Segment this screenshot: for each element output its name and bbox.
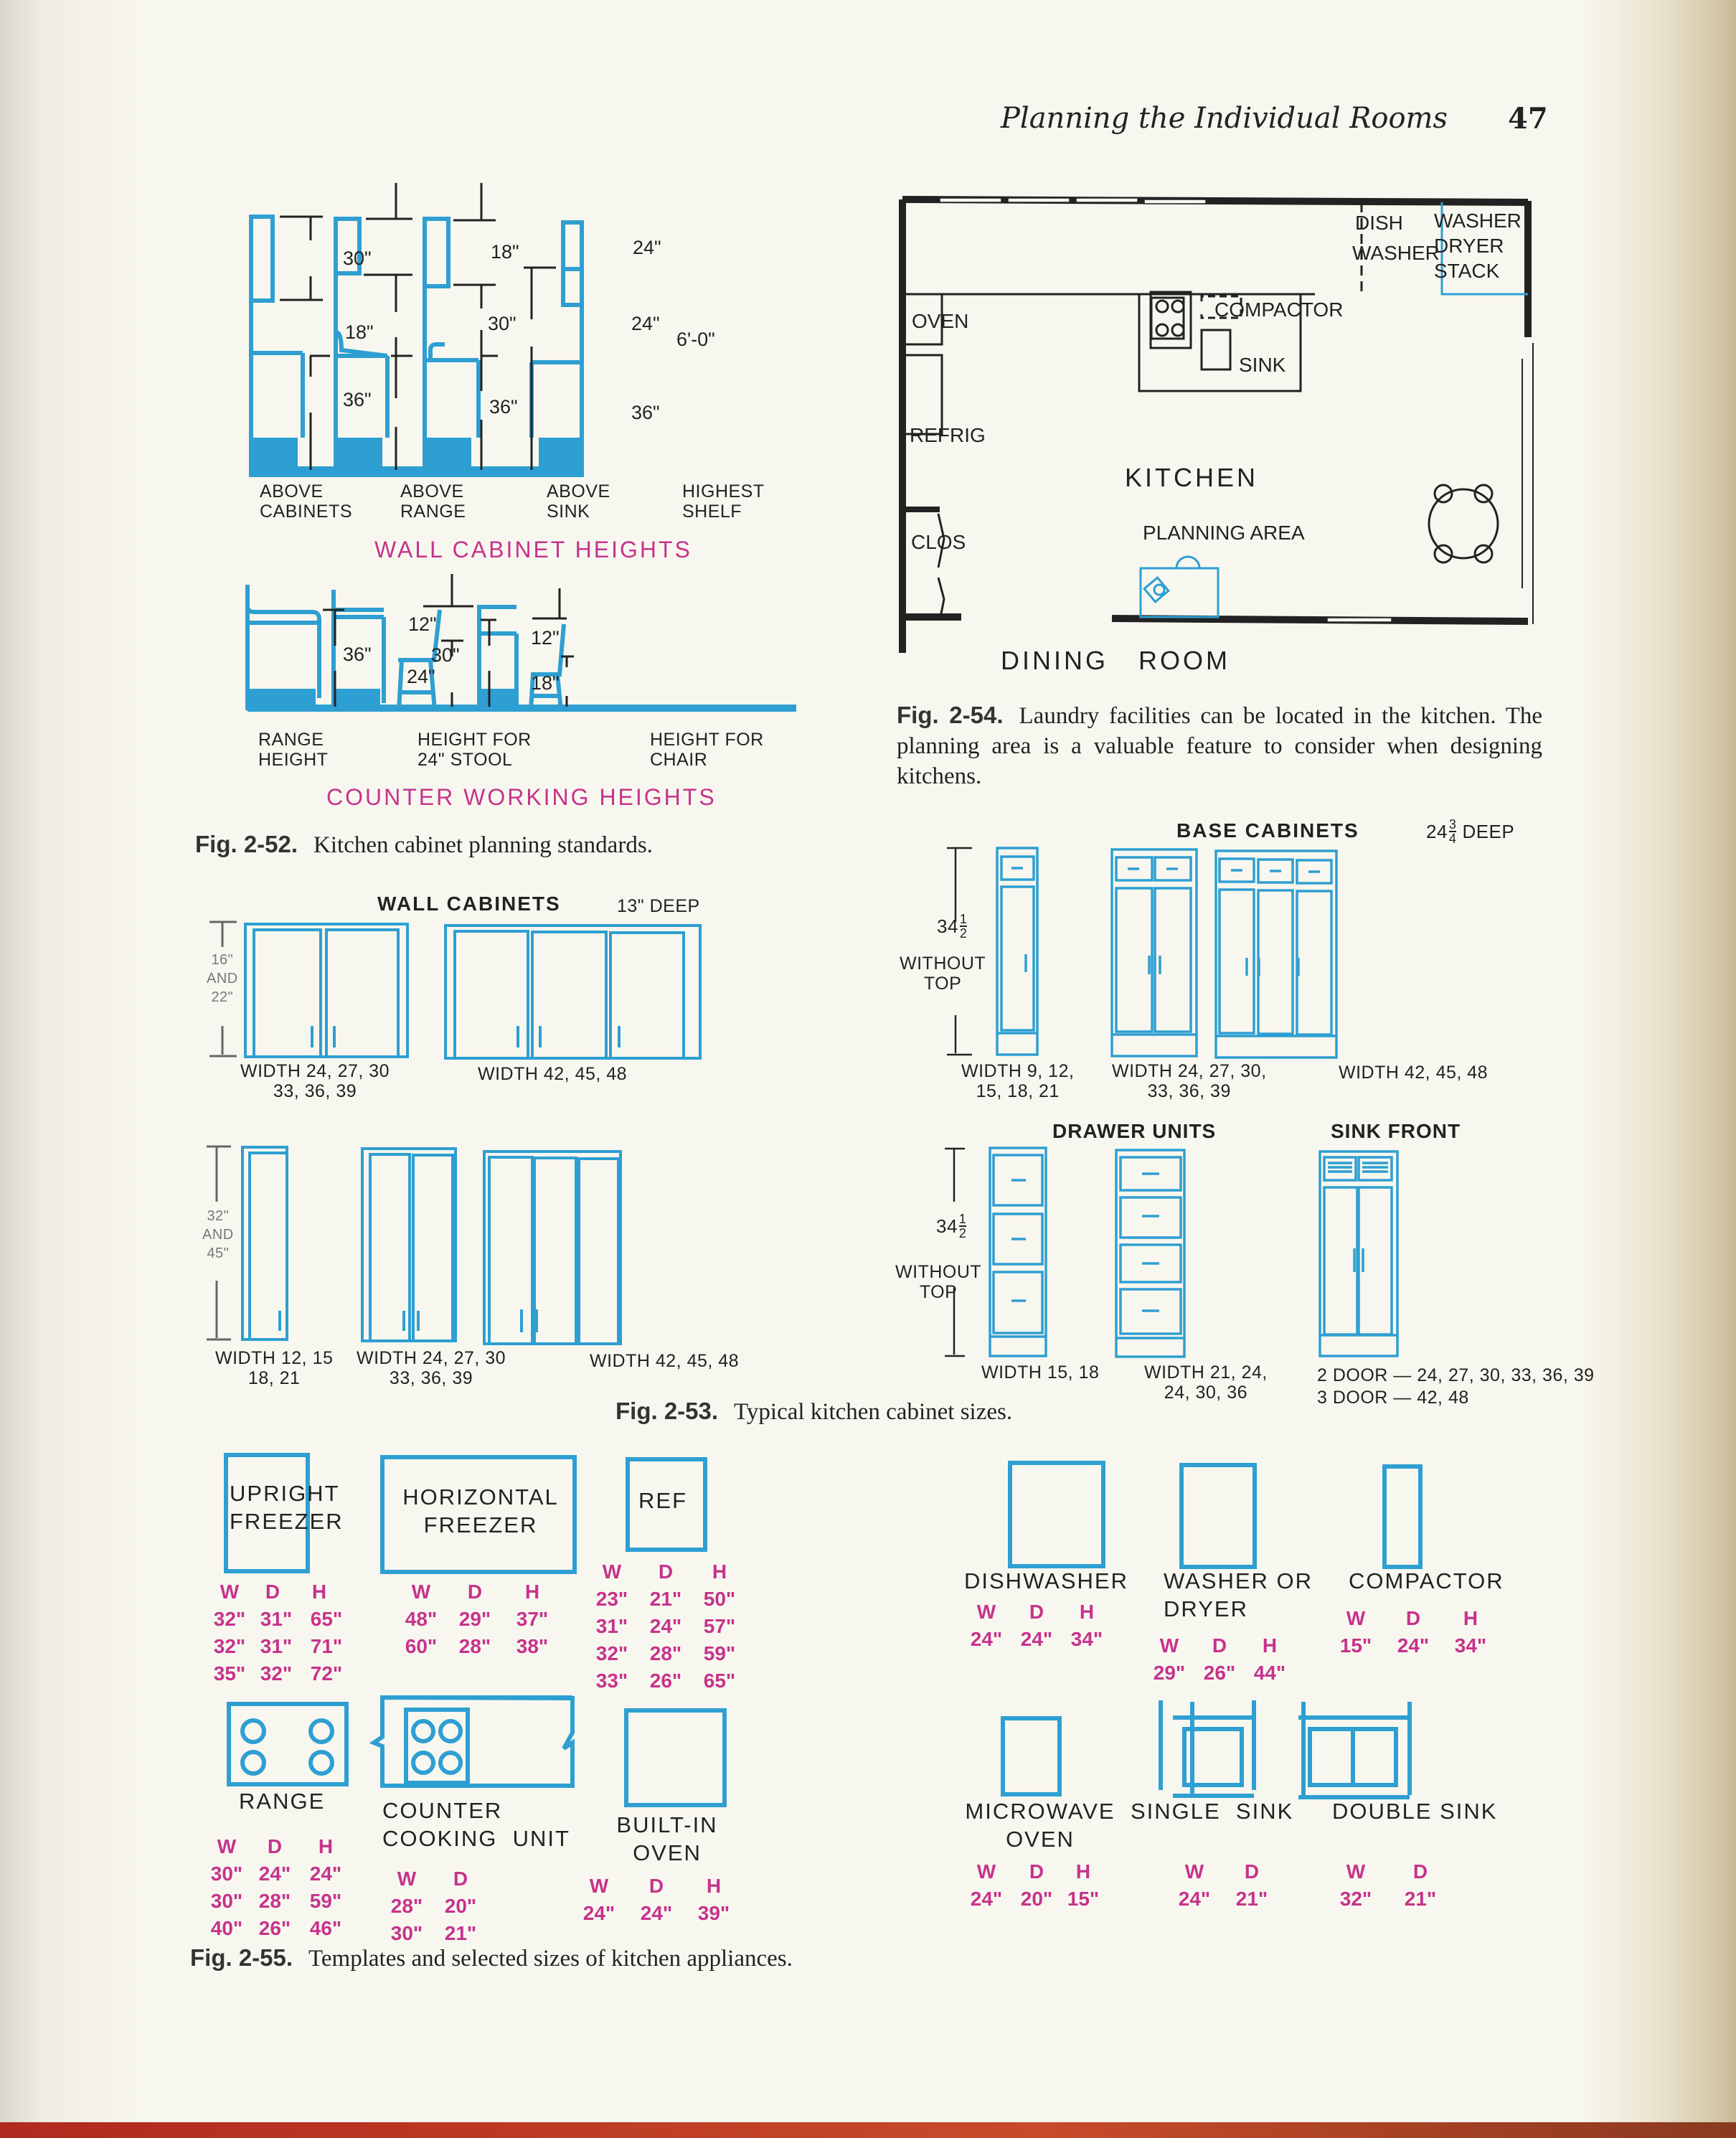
wall-cabinets-short-art [209,920,702,1060]
floor-plan-closet: CLOS [911,531,966,553]
base-cabinets-title: BASE CABINETS [1176,819,1359,842]
wall-cabinets-tall-art [207,1145,622,1345]
drawer-unit-widths-2: WIDTH 21, 24,24, 30, 36 [1144,1362,1268,1403]
dim-range-height-36: 36" [343,644,372,665]
floor-plan-compactor: COMPACTOR [1214,298,1344,321]
fig-2-55-caption: Fig. 2-55.Templates and selected sizes o… [190,1944,793,1972]
dim-stool-24: 24" [407,666,435,687]
compactor-label: COMPACTOR [1349,1568,1504,1593]
base-cabinet-widths-3: WIDTH 42, 45, 48 [1339,1063,1489,1083]
wall-cabinet-widths-3door: WIDTH 42, 45, 48 [478,1064,628,1084]
fig-2-52-caption: Fig. 2-52.Kitchen cabinet planning stand… [195,831,653,858]
dim-table-30: 30" [431,644,460,666]
dim-above-cabinets-18: 18" [345,321,374,343]
cooktop-icon [1149,291,1192,349]
dim-highest-shelf: 6'-0" [676,329,715,350]
drawer-unit-widths-1: WIDTH 15, 18 [981,1362,1100,1383]
fig-2-54-caption: Fig. 2-54.Laundry facilities can be loca… [897,702,1542,789]
wall-cabinets-depth: 13" DEEP [617,896,700,916]
sink-front-title: SINK FRONT [1331,1120,1461,1142]
dim-above-range-36: 36" [489,396,518,418]
base-cabinets-art [947,847,1338,1059]
dim-above-sink-24: 24" [631,313,660,334]
counter-working-heights-art [237,574,803,725]
floor-plan-oven: OVEN [912,310,969,332]
ref-label: REF [638,1488,687,1513]
drawer-units-title: DRAWER UNITS [1052,1120,1217,1142]
base-cabinet-widths-1: WIDTH 9, 12,15, 18, 21 [961,1061,1075,1101]
dim-above-sink-24-top: 24" [633,237,661,258]
floor-plan-planning-area: PLANNING AREA [1143,522,1305,544]
floor-plan-dining-room: DINING ROOM [1001,646,1230,675]
wall-cabinet-heights-title: WALL CABINET HEIGHTS [374,537,692,562]
drawer-and-sink-art [945,1146,1399,1358]
kitchen-floor-plan [899,196,1534,653]
range-label: RANGE [239,1789,326,1814]
floor-plan-washer: WASHER [1352,242,1440,264]
dim-above-range-30: 30" [488,313,516,334]
dim-chair-18: 18" [531,672,560,694]
dim-above-cabinets-36: 36" [343,389,372,410]
wall-cabinet-heights-art [222,183,818,484]
floor-plan-sink: SINK [1239,354,1286,376]
base-cabinet-widths-2: WIDTH 24, 27, 30,33, 36, 39 [1112,1061,1267,1101]
floor-plan-dish: DISH [1355,212,1403,234]
dim-above-sink-36: 36" [631,402,660,423]
fig-2-53-caption: Fig. 2-53.Typical kitchen cabinet sizes. [615,1398,1013,1425]
book-edge [0,2122,1736,2138]
page-number: 47 [1508,102,1548,136]
floor-plan-kitchen: KITCHEN [1125,463,1259,492]
tall-cabinet-widths-3door: WIDTH 42, 45, 48 [590,1351,740,1371]
dishwasher-label: DISHWASHER [964,1568,1128,1593]
floor-plan-refrig: REFRIG [910,424,986,446]
single-sink-label: SINGLE SINK [1131,1799,1294,1824]
counter-working-heights-title: COUNTER WORKING HEIGHTS [326,784,717,810]
dim-chair-12: 12" [531,627,560,649]
double-sink-label: DOUBLE SINK [1332,1799,1498,1824]
dim-above-cabinets-30: 30" [343,248,372,269]
running-title: Planning the Individual Rooms [1001,102,1448,135]
dim-above-range-18: 18" [491,241,519,263]
dim-stool-12: 12" [408,613,437,635]
wall-cabinets-title: WALL CABINETS [377,893,561,915]
